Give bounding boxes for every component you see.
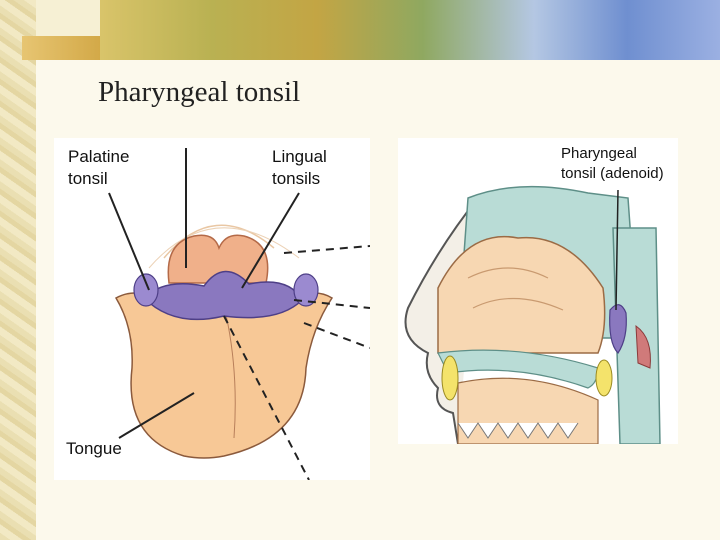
header-banner (100, 0, 720, 60)
header-accent-strip (22, 36, 100, 60)
label-pharyngeal-2: tonsil (adenoid) (561, 165, 664, 182)
upper-lip-structure (441, 355, 459, 401)
turbinate-2 (472, 297, 564, 311)
dashed-line-2 (293, 299, 370, 309)
label-lingual-2: tonsils (272, 169, 320, 188)
lingual-leader-line (241, 192, 300, 289)
throat-outline-outer (148, 227, 300, 269)
soft-palate-structure (595, 359, 613, 397)
label-pharyngeal-1: Pharyngeal (561, 145, 637, 162)
label-tongue: Tongue (66, 439, 122, 458)
label-palatine-1: Palatine (68, 147, 129, 166)
turbinate-1 (467, 267, 549, 279)
label-lingual-1: Lingual (272, 147, 327, 166)
pharyngeal-leader-line (615, 189, 619, 311)
lingual-tonsil-band (142, 270, 303, 321)
tongue-figure-svg: Palatine tonsil Lingual tonsils Tongue (66, 147, 370, 480)
dashed-line-4 (223, 315, 310, 480)
hard-palate (437, 349, 599, 389)
palatine-leader-line (108, 192, 150, 291)
paper-texture-left (0, 0, 36, 540)
palatine-tonsil-right (293, 273, 319, 307)
posterior-tissue (635, 324, 651, 369)
dashed-line-3 (303, 322, 370, 349)
nasal-cavity (437, 235, 606, 354)
uvula-region (167, 234, 269, 284)
teeth (457, 422, 579, 439)
palatine-tonsil-left (133, 273, 159, 307)
slide-title: Pharyngeal tonsil (98, 76, 301, 108)
sagittal-figure: Pharyngeal tonsil (adenoid) (398, 138, 678, 444)
label-palatine-2: tonsil (68, 169, 108, 188)
pharyngeal-tonsil (609, 304, 627, 354)
dashed-line-1 (283, 245, 370, 254)
tongue-leader-line (118, 392, 195, 439)
tongue-figure: Palatine tonsil Lingual tonsils Tongue (54, 138, 370, 480)
sagittal-figure-svg: Pharyngeal tonsil (adenoid) (404, 145, 664, 444)
